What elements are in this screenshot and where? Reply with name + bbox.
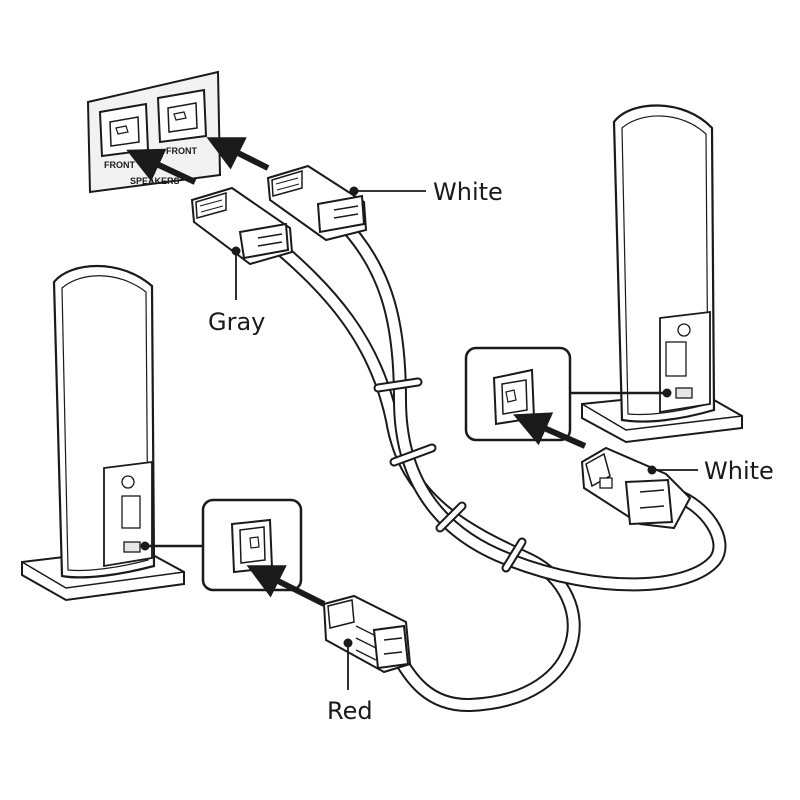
callout-red bbox=[343, 638, 353, 690]
right-speaker bbox=[581, 104, 743, 444]
white-connector-top bbox=[266, 164, 368, 242]
white-connector-right bbox=[580, 446, 692, 530]
front-jack-right bbox=[156, 88, 208, 144]
label-white-top: White bbox=[433, 178, 503, 206]
front-jack-left bbox=[98, 102, 150, 158]
panel-caption: SPEAKERS bbox=[130, 176, 180, 186]
red-connector bbox=[322, 594, 412, 674]
rear-panel: FRONT FRONT SPEAKERS bbox=[86, 70, 222, 194]
label-red: Red bbox=[327, 697, 373, 725]
insert-arrow-gray bbox=[126, 148, 197, 185]
callout-white-top bbox=[349, 186, 426, 196]
gray-connector bbox=[190, 186, 294, 266]
label-white-right: White bbox=[704, 457, 774, 485]
insert-arrow-left bbox=[246, 565, 326, 607]
jack-label-left: FRONT bbox=[104, 160, 135, 170]
label-gray: Gray bbox=[208, 308, 265, 336]
insert-arrow-right bbox=[513, 412, 587, 449]
callout-white-right bbox=[647, 465, 698, 475]
cable-bundle bbox=[263, 213, 727, 713]
left-speaker bbox=[21, 265, 185, 602]
jack-label-right: FRONT bbox=[166, 146, 197, 156]
left-jack-inset bbox=[140, 498, 303, 592]
insert-arrow-white bbox=[206, 137, 270, 171]
callout-gray bbox=[231, 246, 241, 300]
